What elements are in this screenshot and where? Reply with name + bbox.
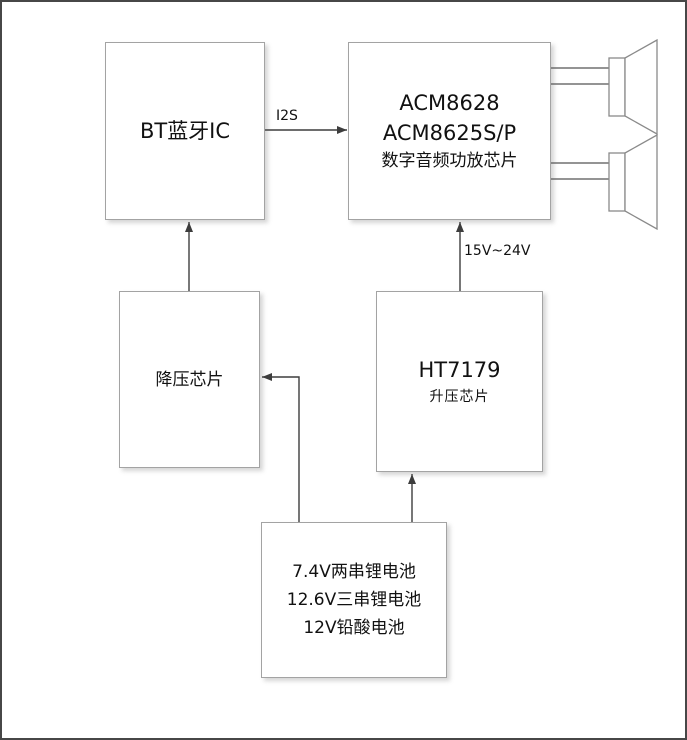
battery-option-2: 12.6V三串锂电池	[286, 590, 422, 610]
buck-label: 降压芯片	[155, 369, 224, 390]
amp-description: 数字音频功放芯片	[381, 151, 518, 171]
node-bt-label: BT蓝牙IC	[139, 119, 231, 143]
node-bt-bluetooth-ic: BT蓝牙IC	[105, 42, 265, 220]
speaker-bottom-icon	[608, 133, 658, 231]
boost-subtitle: 升压芯片	[429, 388, 490, 405]
battery-to-buck-arrow	[262, 373, 300, 522]
boost-title: HT7179	[418, 357, 501, 382]
i2s-label: I2S	[276, 108, 298, 124]
speaker-top-icon	[608, 38, 658, 136]
battery-option-1: 7.4V两串锂电池	[292, 562, 416, 582]
node-boost-chip: HT7179 升压芯片	[376, 291, 543, 472]
voltage-label: 15V~24V	[464, 243, 531, 259]
battery-option-3: 12V铅酸电池	[303, 618, 405, 638]
amp-model-line2: ACM8625S/P	[382, 121, 517, 145]
node-battery: 7.4V两串锂电池 12.6V三串锂电池 12V铅酸电池	[261, 522, 447, 678]
node-buck-chip: 降压芯片	[119, 291, 260, 468]
amp-model-line1: ACM8628	[399, 91, 500, 115]
speaker-wires-top	[551, 67, 609, 85]
speaker-wires-bottom	[551, 162, 609, 180]
node-audio-amplifier: ACM8628 ACM8625S/P 数字音频功放芯片	[348, 42, 551, 220]
